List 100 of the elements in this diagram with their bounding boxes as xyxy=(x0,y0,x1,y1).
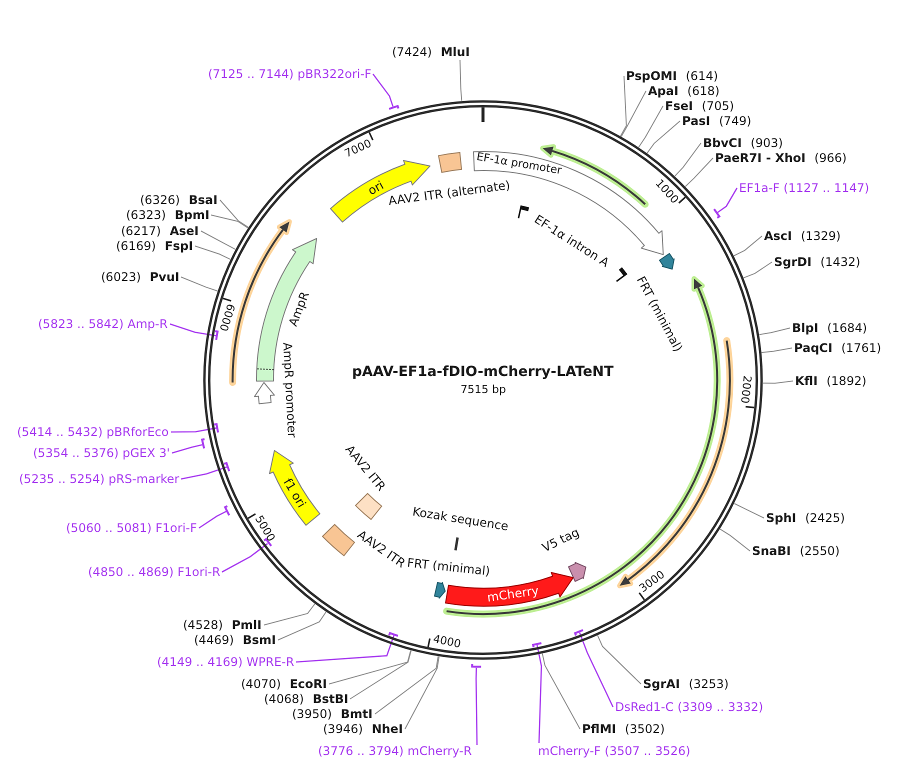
primer-mark xyxy=(223,462,230,472)
primer-mark xyxy=(224,504,231,516)
leader-line xyxy=(758,328,790,336)
leader-line xyxy=(761,348,792,353)
enzyme-site-label: (6023) PvuI xyxy=(101,270,180,284)
primer-mark xyxy=(213,422,220,434)
primer-label: (4149 .. 4169) WPRE-R xyxy=(157,655,294,669)
leader-line xyxy=(733,236,762,256)
leader-line xyxy=(180,466,228,480)
leader-line xyxy=(200,230,236,250)
feature-label: f1 ori xyxy=(280,476,309,510)
coordinate-label: 2000 xyxy=(738,375,754,404)
leader-line xyxy=(646,120,680,154)
leader-line xyxy=(620,90,646,138)
plasmid-name: pAAV-EF1a-fDIO-mCherry-LATeNT xyxy=(352,364,614,380)
leader-line xyxy=(328,650,412,684)
leader-line xyxy=(374,656,439,714)
leader-line xyxy=(372,74,394,107)
leader-line xyxy=(734,503,764,518)
enzyme-site-label: SnaBI (2550) xyxy=(752,544,840,558)
leader-line xyxy=(198,510,227,529)
primer-mark xyxy=(712,208,720,220)
enzyme-site-label: AscI (1329) xyxy=(764,229,841,243)
primer-mark xyxy=(532,642,542,648)
primer-label: (5060 .. 5081) F1ori-F xyxy=(66,521,197,535)
enzyme-site-label: PasI (749) xyxy=(682,114,752,128)
feature-label: FRT (minimal) xyxy=(406,555,490,578)
enzyme-site-label: PflMI (3502) xyxy=(582,722,665,736)
feature-label: V5 tag xyxy=(539,525,581,555)
leader-line xyxy=(220,200,249,228)
feature-label: AmpR xyxy=(286,290,312,329)
leader-line xyxy=(536,644,542,744)
enzyme-site-label: KflI (1892) xyxy=(795,374,866,388)
feature-label: ori xyxy=(366,178,386,198)
coordinate-label: 7000 xyxy=(342,136,374,160)
leader-line xyxy=(222,543,268,573)
enzyme-site-label: (4469) BsmI xyxy=(194,633,276,647)
leader-line xyxy=(170,323,216,336)
primer-label: (5354 .. 5376) pGEX 3' xyxy=(33,446,170,460)
leader-line xyxy=(762,380,794,384)
enzyme-site-label: (6326) BsaI xyxy=(140,193,218,207)
leader-line xyxy=(597,634,642,684)
leader-line xyxy=(620,76,627,137)
enzyme-site-label: (6323) BpmI xyxy=(126,208,210,222)
leader-line xyxy=(210,214,248,228)
enzyme-site-label: (4528) PmlI xyxy=(183,618,262,632)
enzyme-site-label: BlpI (1684) xyxy=(792,321,868,335)
leader-line xyxy=(720,528,750,552)
enzyme-site-label: (4068) BstBI xyxy=(264,692,348,706)
enzyme-site-label: (6169) FspI xyxy=(116,239,194,253)
leader-line xyxy=(180,276,218,292)
leader-line xyxy=(542,653,580,730)
primer-label: (5414 .. 5432) pBRforEco xyxy=(17,425,169,439)
leader-line xyxy=(404,656,440,730)
feature-label: EF-1α promoter xyxy=(476,150,563,178)
primer-mark xyxy=(388,104,400,110)
leader-line xyxy=(579,632,614,708)
leader-line xyxy=(296,635,395,663)
enzyme-site-label: (4070) EcoRI xyxy=(241,677,327,691)
sequence-length: 7515 bp xyxy=(460,382,506,396)
enzyme-site-label: PspOMI (614) xyxy=(626,69,718,83)
leader-line xyxy=(475,668,478,745)
leader-line xyxy=(264,603,316,626)
primer-mark xyxy=(470,663,482,668)
enzyme-site-label: BbvCI (903) xyxy=(703,136,783,150)
leader-line xyxy=(172,444,203,454)
leader-line xyxy=(278,611,327,640)
primer-label: (5823 .. 5842) Amp-R xyxy=(38,317,168,331)
feature-label: AAV2 ITR (alternate) xyxy=(388,178,512,208)
leader-line xyxy=(684,158,714,187)
primer-label: (7125 .. 7144) pBR322ori-F xyxy=(208,67,372,81)
leader-line xyxy=(638,106,664,148)
enzyme-site-label: PaqCI (1761) xyxy=(794,341,882,355)
primer-mark xyxy=(574,629,584,637)
feature-label: mCherry xyxy=(486,583,540,604)
coordinate-label: 6000 xyxy=(216,302,238,333)
leader-line xyxy=(194,246,231,260)
primer-label: (4850 .. 4869) F1ori-R xyxy=(88,565,220,579)
primer-label: mCherry-F (3507 .. 3526) xyxy=(538,744,690,758)
leader-line xyxy=(460,60,462,102)
enzyme-site-label: SphI (2425) xyxy=(766,511,845,525)
enzyme-site-label: (3950) BmtI xyxy=(292,707,373,721)
leader-line xyxy=(717,188,738,214)
enzyme-site-label: (3946) NheI xyxy=(323,722,403,736)
enzyme-site-label: (7424) MluI xyxy=(392,45,470,59)
leader-line xyxy=(350,650,412,700)
primer-label: DsRed1-C (3309 .. 3332) xyxy=(615,700,764,714)
primer-mark xyxy=(388,632,400,637)
leader-line xyxy=(674,142,702,177)
primer-mark xyxy=(214,330,219,342)
enzyme-site-label: FseI (705) xyxy=(665,99,734,113)
coordinate-label: 4000 xyxy=(432,632,462,650)
feature-label: AmpR promoter xyxy=(280,342,299,438)
feature-label: Kozak sequence xyxy=(412,504,510,534)
primer-label: EF1a-F (1127 .. 1147) xyxy=(739,181,870,195)
enzyme-site-label: ApaI (618) xyxy=(648,84,720,98)
enzyme-site-label: SgrDI (1432) xyxy=(774,255,860,269)
leader-line xyxy=(743,262,772,278)
enzyme-site-label: (6217) AseI xyxy=(121,224,199,238)
enzyme-site-label: SgrAI (3253) xyxy=(643,677,729,691)
